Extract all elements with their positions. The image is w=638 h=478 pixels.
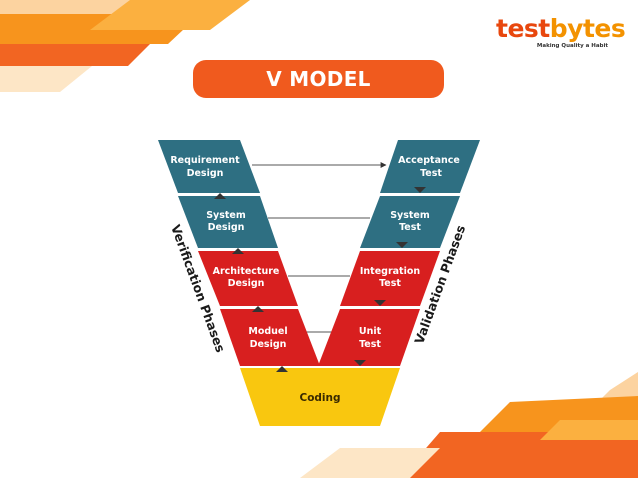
logo-tagline: Making Quality a Habit bbox=[536, 43, 608, 49]
stage-label-integration-line2: Test bbox=[379, 278, 401, 289]
stage-label-system-design-line1: System bbox=[206, 210, 246, 221]
stage-integration-test bbox=[340, 251, 440, 306]
logo-text-part1: test bbox=[496, 14, 550, 43]
stage-label-requirement-line2: Design bbox=[187, 168, 224, 179]
stage-system-test bbox=[360, 196, 460, 248]
bottom-right-stripe-red bbox=[400, 432, 638, 478]
stage-acceptance-test bbox=[380, 140, 480, 193]
brand-logo: testbytes Making Quality a Habit bbox=[496, 14, 626, 54]
stage-label-module-line1: Moduel bbox=[248, 326, 287, 337]
flow-arrow-left-1 bbox=[214, 193, 226, 199]
flow-arrow-right-2 bbox=[396, 242, 408, 248]
stage-system-design bbox=[178, 196, 278, 248]
flow-arrow-left-3 bbox=[252, 306, 264, 312]
flow-arrow-right-3 bbox=[374, 300, 386, 306]
title-banner: V MODEL bbox=[193, 60, 444, 98]
stage-label-architecture-line1: Architecture bbox=[213, 266, 280, 277]
stage-label-system-test-line2: Test bbox=[399, 222, 421, 233]
stage-requirement-design bbox=[158, 140, 260, 193]
top-left-stripe-red bbox=[0, 44, 150, 66]
stage-label-module-line2: Design bbox=[250, 339, 287, 350]
flow-arrow-right-4 bbox=[354, 360, 366, 366]
stage-label-coding: Coding bbox=[299, 392, 340, 404]
logo-text-part2: bytes bbox=[549, 14, 626, 43]
stage-coding bbox=[240, 368, 400, 426]
bottom-right-stripe-amber bbox=[540, 420, 638, 440]
stage-label-integration-line1: Integration bbox=[360, 266, 421, 277]
stage-architecture-design bbox=[198, 251, 298, 306]
top-left-stripe-amber bbox=[90, 0, 250, 30]
stage-module-design bbox=[220, 309, 320, 366]
stage-label-acceptance-line1: Acceptance bbox=[398, 155, 460, 166]
stage-unit-test bbox=[318, 309, 420, 366]
logo-wordmark: testbytes bbox=[496, 14, 626, 44]
stage-label-architecture-line2: Design bbox=[228, 278, 265, 289]
top-left-stripe-pale bbox=[0, 66, 92, 92]
stage-label-system-design-line2: Design bbox=[208, 222, 245, 233]
stage-label-requirement-line1: Requirement bbox=[170, 155, 240, 166]
flow-arrow-left-4 bbox=[276, 366, 288, 372]
bottom-stripe-pale bbox=[300, 448, 440, 478]
stage-label-unit-line2: Test bbox=[359, 339, 381, 350]
stage-label-acceptance-line2: Test bbox=[420, 168, 442, 179]
stage-label-unit-line1: Unit bbox=[359, 326, 382, 337]
stage-label-system-test-line1: System bbox=[390, 210, 430, 221]
page-title: V MODEL bbox=[266, 67, 371, 91]
flow-arrow-left-2 bbox=[232, 248, 244, 254]
flow-arrow-right-1 bbox=[414, 187, 426, 193]
